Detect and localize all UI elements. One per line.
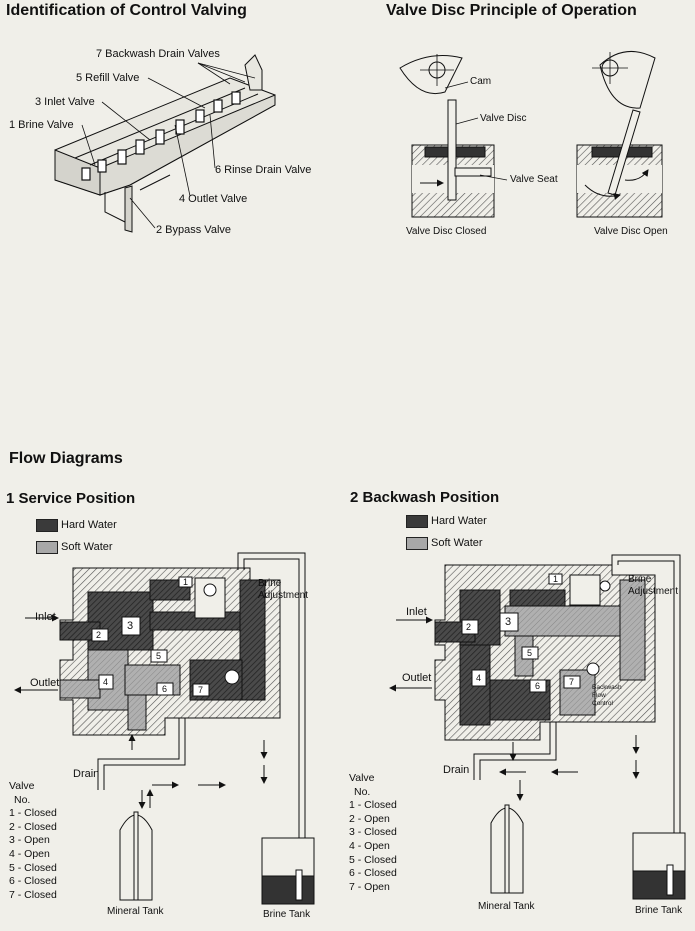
backwash-row-3: 3 - Closed xyxy=(349,826,397,839)
control-valving-heading: Identification of Control Valving xyxy=(6,2,247,19)
service-mineral-tank-label: Mineral Tank xyxy=(107,906,164,917)
backwash-row-5: 5 - Closed xyxy=(349,853,397,866)
service-valve-3-label: 3 xyxy=(127,620,134,632)
service-table-title: Valve xyxy=(9,780,35,792)
backwash-drain-valves-label: 7 Backwash Drain Valves xyxy=(96,48,220,60)
control-leader-lines xyxy=(81,62,256,229)
bypass-valve-label: 2 Bypass Valve xyxy=(156,224,232,236)
service-valve-1-label: 1 xyxy=(183,577,189,587)
backwash-valve-number-boxes xyxy=(461,573,581,693)
service-valve-5-label: 5 xyxy=(156,651,162,661)
backwash-table-title: Valve xyxy=(349,772,375,784)
backwash-valve-5-label: 5 xyxy=(527,648,533,658)
principle-leader-lines xyxy=(444,81,508,181)
backwash-mineral-tank-label: Mineral Tank xyxy=(478,901,535,912)
backwash-piping xyxy=(389,554,681,870)
backwash-valve-1-label: 1 xyxy=(553,574,559,584)
backwash-hard-water-label: Hard Water xyxy=(431,515,487,527)
backwash-valve-3-label: 3 xyxy=(505,616,512,628)
backwash-flow-control-label-2: Flow xyxy=(592,692,606,699)
valve-seat-label: Valve Seat xyxy=(510,174,558,185)
rinse-drain-valve-label: 6 Rinse Drain Valve xyxy=(215,164,312,176)
backwash-valve-table: Valve No. 1 - Closed 2 - Open 3 - Closed… xyxy=(349,772,397,894)
backwash-valve-4-label: 4 xyxy=(476,673,482,683)
backwash-row-7: 7 - Open xyxy=(349,880,390,893)
service-table-subtitle: No. xyxy=(14,793,31,806)
valve-disc-closed-caption: Valve Disc Closed xyxy=(406,226,487,237)
control-valve-assembly-illustration xyxy=(54,54,276,233)
backwash-valve-body xyxy=(434,564,656,741)
flow-diagrams-heading: Flow Diagrams xyxy=(9,450,123,467)
service-valve-7-label: 7 xyxy=(198,685,204,695)
backwash-flow-control-label-3: Control xyxy=(592,700,613,707)
inlet-valve-label: 3 Inlet Valve xyxy=(35,96,95,108)
backwash-inlet-label: Inlet xyxy=(406,606,427,618)
backwash-mineral-tank xyxy=(490,804,524,894)
service-piping xyxy=(14,552,306,870)
service-brine-tank xyxy=(261,837,315,905)
service-row-4: 4 - Open xyxy=(9,847,50,860)
service-soft-water-label: Soft Water xyxy=(61,541,113,553)
backwash-row-1: 1 - Closed xyxy=(349,799,397,812)
valve-disc-label: Valve Disc xyxy=(480,113,527,124)
service-brine-label: Brine xyxy=(258,578,282,589)
backwash-row-6: 6 - Closed xyxy=(349,867,397,880)
service-valve-table: Valve No. 1 - Closed 2 - Closed 3 - Open… xyxy=(9,780,57,902)
service-adjustment-label: Adjustment xyxy=(258,590,309,601)
outlet-valve-label: 4 Outlet Valve xyxy=(179,193,248,205)
backwash-position-heading: 2 Backwash Position xyxy=(350,489,500,506)
service-inlet-label: Inlet xyxy=(35,611,56,623)
service-hard-water-label: Hard Water xyxy=(61,519,117,531)
brine-valve-label: 1 Brine Valve xyxy=(9,119,74,131)
service-row-5: 5 - Closed xyxy=(9,861,57,874)
backwash-soft-water-label: Soft Water xyxy=(431,537,483,549)
service-row-2: 2 - Closed xyxy=(9,820,57,833)
service-brine-tank-label: Brine Tank xyxy=(263,909,311,920)
backwash-flow-control-label-1: Backwash xyxy=(592,684,622,691)
valve-disc-open-caption: Valve Disc Open xyxy=(594,226,668,237)
valve-disc-closed-illustration xyxy=(399,54,495,218)
valve-disc-principle-heading: Valve Disc Principle of Operation xyxy=(386,2,637,19)
backwash-brine-tank-label: Brine Tank xyxy=(635,905,683,916)
service-valve-body xyxy=(59,567,281,736)
backwash-outlet-label: Outlet xyxy=(402,672,432,684)
service-outlet-label: Outlet xyxy=(30,677,60,689)
backwash-soft-water-swatch xyxy=(406,537,428,550)
service-row-1: 1 - Closed xyxy=(9,807,57,820)
valve-disc-open-illustration xyxy=(576,50,663,218)
backwash-adjustment-label: Adjustment xyxy=(628,586,679,597)
backwash-drain-label: Drain xyxy=(443,764,470,776)
service-row-7: 7 - Closed xyxy=(9,888,57,901)
service-drain-label: Drain xyxy=(73,768,100,780)
backwash-valve-2-label: 2 xyxy=(466,622,472,632)
service-valve-6-label: 6 xyxy=(162,684,168,694)
service-row-3: 3 - Open xyxy=(9,834,50,847)
service-mineral-tank xyxy=(119,811,153,901)
backwash-row-2: 2 - Open xyxy=(349,812,390,825)
backwash-hard-water-swatch xyxy=(406,515,428,528)
service-valve-2-label: 2 xyxy=(96,630,102,640)
service-position-heading: 1 Service Position xyxy=(6,490,136,507)
refill-valve-label: 5 Refill Valve xyxy=(76,72,140,84)
backwash-valve-7-label: 7 xyxy=(569,677,575,687)
service-soft-water-swatch xyxy=(36,541,58,554)
backwash-brine-label: Brine xyxy=(628,574,652,585)
service-hard-water-swatch xyxy=(36,519,58,532)
service-valve-number-boxes xyxy=(91,576,210,697)
cam-label: Cam xyxy=(470,76,492,87)
backwash-brine-tank xyxy=(632,832,686,900)
backwash-row-4: 4 - Open xyxy=(349,839,390,852)
backwash-valve-6-label: 6 xyxy=(535,681,541,691)
service-valve-4-label: 4 xyxy=(103,677,109,687)
service-row-6: 6 - Closed xyxy=(9,875,57,888)
backwash-table-subtitle: No. xyxy=(354,785,371,798)
